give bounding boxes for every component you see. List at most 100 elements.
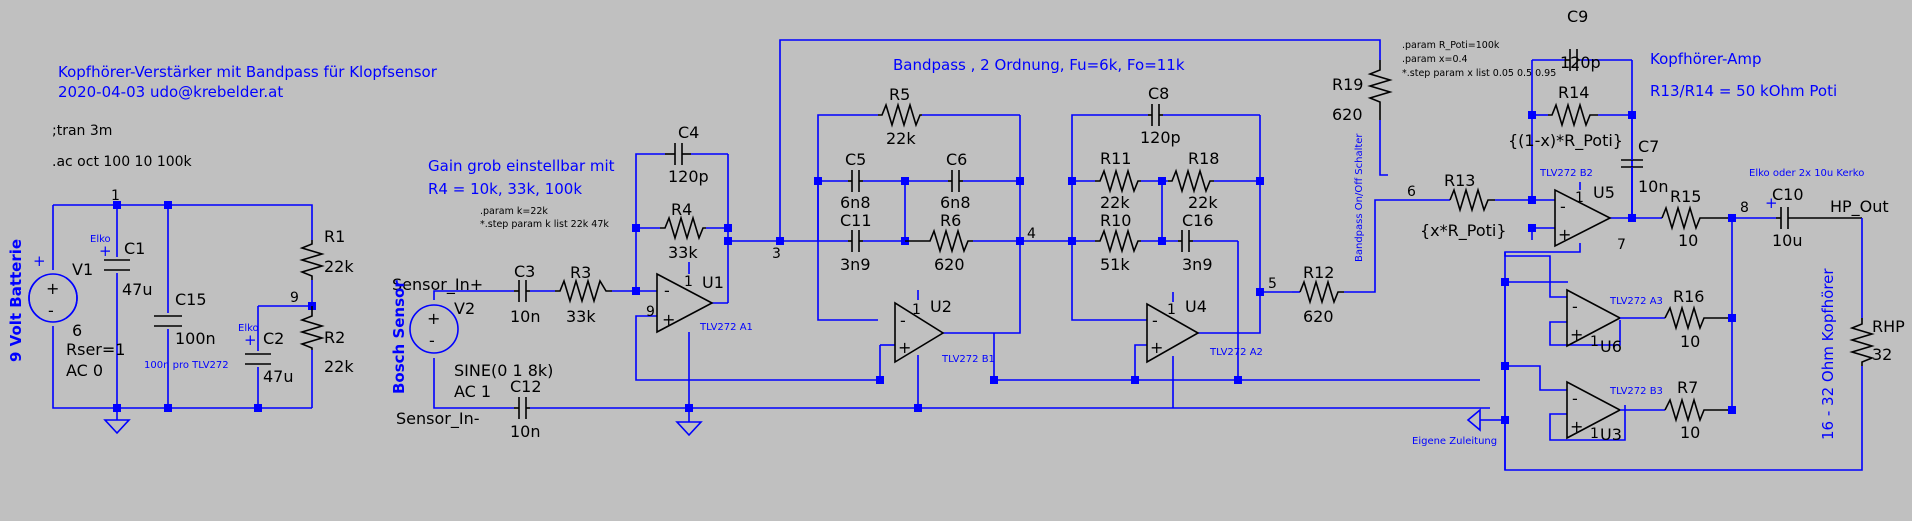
battery-section [52, 201, 316, 435]
u1-model: TLV272 A1 [699, 322, 753, 333]
c11-name: C11 [840, 211, 872, 230]
u2-model: TLV272 B1 [941, 354, 995, 365]
net-7: 7 [1617, 237, 1626, 253]
c2-capacitor: Elko + C2 47u [238, 323, 294, 386]
u5-minus: - [1560, 197, 1566, 216]
r15-name: R15 [1670, 187, 1701, 206]
c10-plus: + [1765, 194, 1778, 212]
u3-plus: + [1570, 417, 1583, 436]
r15-value: 10 [1678, 231, 1698, 250]
r14-name: R14 [1558, 83, 1589, 102]
net-8: 8 [1740, 200, 1749, 216]
r4-value: 33k [668, 243, 698, 262]
v2-name: V2 [454, 299, 475, 318]
r3-resistor: R3 33k [555, 263, 612, 326]
u3-minus: - [1572, 389, 1578, 408]
r7-value: 10 [1680, 423, 1700, 442]
c10-value: 10u [1772, 231, 1803, 250]
u6-name: U6 [1600, 337, 1622, 356]
u5-model: TLV272 B2 [1539, 168, 1593, 179]
u6-model: TLV272 A3 [1609, 296, 1663, 307]
headphone-amp: 6 R13 {x*R_Poti} C9 120p R14 {(1-x)*R_Po… [1407, 7, 1905, 471]
c1-name: C1 [124, 239, 145, 258]
r2-name: R2 [324, 328, 345, 347]
r13-name: R13 [1444, 171, 1475, 190]
c12-name: C12 [510, 377, 542, 396]
net-sensor-in-p: Sensor_In+ [392, 275, 483, 295]
rhp-name: RHP [1872, 317, 1905, 336]
u2-minus: - [900, 311, 906, 330]
r7-name: R7 [1677, 378, 1698, 397]
c7-name: C7 [1638, 137, 1659, 156]
r10-name: R10 [1100, 211, 1131, 230]
r1-value: 22k [324, 257, 354, 276]
c1-value: 47u [122, 280, 153, 299]
u2-name: U2 [930, 297, 952, 316]
r5-resistor: R5 22k [878, 85, 922, 148]
u1-pin1: 1 [684, 274, 693, 290]
r11-value: 22k [1100, 193, 1130, 212]
r6-resistor: R6 620 [905, 211, 973, 274]
c9-name: C9 [1567, 7, 1588, 26]
title-line1: Kopfhörer-Verstärker mit Bandpass für Kl… [58, 63, 438, 81]
r11-name: R11 [1100, 149, 1131, 168]
v1-minus: - [48, 301, 54, 320]
c16-name: C16 [1182, 211, 1214, 230]
net-sensor-in-n: Sensor_In- [396, 409, 479, 429]
v1-source: + - + V1 6 Rser=1 AC 0 [28, 252, 125, 380]
r10-value: 51k [1100, 255, 1130, 274]
r2-value: 22k [324, 357, 354, 376]
r1-name: R1 [324, 227, 345, 246]
u5-plus: + [1558, 225, 1571, 244]
u2-pin1: 1 [912, 302, 921, 318]
c12-value: 10n [510, 422, 541, 441]
directive-ac: .ac oct 100 10 100k [52, 154, 193, 170]
r5-name: R5 [889, 85, 910, 104]
u1-plus: + [662, 310, 675, 329]
u4-pin1: 1 [1167, 302, 1176, 318]
bandpass-switch-wiring: R12 620 R19 620 Bandpass On/Off Schalter [1292, 60, 1420, 326]
c3-capacitor: C3 10n [510, 262, 541, 326]
u5-name: U5 [1593, 183, 1615, 202]
v1-value: 6 [72, 321, 82, 340]
v2-minus: - [429, 331, 435, 350]
c1-elko-label: Elko [90, 234, 111, 245]
c2-elko-label: Elko [238, 323, 259, 334]
title-line2: 2020-04-03 udo@krebelder.at [58, 83, 283, 101]
u1-minus: - [664, 281, 670, 300]
gain-note-2: R4 = 10k, 33k, 100k [428, 180, 582, 198]
r13r14-note: R13/R14 = 50 kOhm Poti [1650, 82, 1837, 100]
r14-value: {(1-x)*R_Poti} [1508, 131, 1623, 151]
gain-note-1: Gain grob einstellbar mit [428, 157, 615, 175]
rhp-value: 32 [1872, 345, 1892, 364]
r6-value: 620 [934, 255, 965, 274]
r16-value: 10 [1680, 332, 1700, 351]
bandpass-switch-label: Bandpass On/Off Schalter [1354, 133, 1365, 262]
u3-name: U3 [1600, 425, 1622, 444]
c8-value: 120p [1140, 128, 1181, 147]
u6-plus: + [1570, 325, 1583, 344]
r12-name: R12 [1303, 263, 1334, 282]
r13-value: {x*R_Poti} [1420, 221, 1507, 241]
r1-resistor: R1 22k [299, 227, 354, 280]
net-3: 3 [772, 246, 781, 262]
elko-kerko-note: Elko oder 2x 10u Kerko [1749, 168, 1864, 179]
directive-param-x: .param x=0.4 [1402, 54, 1468, 65]
v1-plus: + [46, 279, 59, 298]
c5-value: 6n8 [840, 193, 871, 212]
net-6: 6 [1407, 184, 1416, 200]
r19-value: 620 [1332, 105, 1363, 124]
v2-plus: + [427, 309, 440, 328]
c15-value: 100n [175, 329, 216, 348]
r18-value: 22k [1188, 193, 1218, 212]
c5-capacitor: C5 6n8 [840, 150, 871, 212]
sensor-label: Bosch Sensor [390, 280, 408, 394]
net-9: 9 [646, 304, 655, 320]
c6-capacitor: C6 6n8 [940, 150, 971, 212]
r16-name: R16 [1673, 287, 1704, 306]
c6-name: C6 [946, 150, 967, 169]
c11-capacitor: C11 3n9 [840, 211, 872, 274]
c4-name: C4 [678, 123, 699, 142]
u2-plus: + [898, 338, 911, 357]
c2-plus: + [244, 331, 257, 349]
